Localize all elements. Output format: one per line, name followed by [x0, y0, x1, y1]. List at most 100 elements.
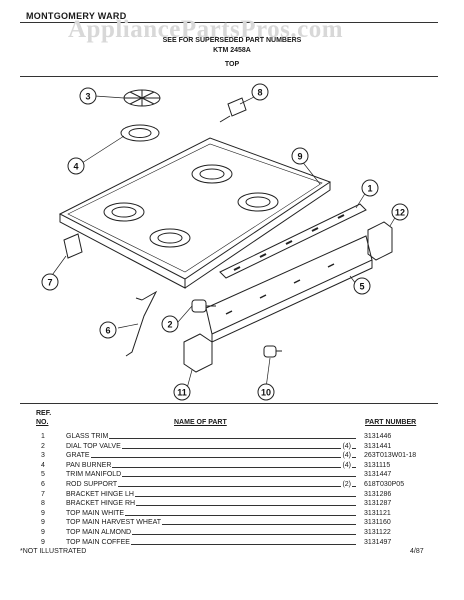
- quantity: (4): [341, 460, 352, 471]
- ref-number: 9: [41, 528, 45, 536]
- diagram-top-rule: [20, 76, 438, 77]
- brand-name: MONTGOMERY WARD: [26, 11, 127, 21]
- callout-group: 3 4 8 9 1 12 5 7 6 2 11 10: [41, 83, 409, 401]
- svg-text:2: 2: [167, 320, 172, 330]
- part-number: 3131287: [364, 500, 392, 508]
- leader-line: [66, 533, 356, 535]
- quantity: (4): [341, 451, 352, 461]
- parts-row: 5 TRIM MANIFOLD 3131447: [20, 470, 438, 480]
- part-name: TRIM MANIFOLD: [66, 470, 123, 480]
- exploded-parts-diagram: 3 4 8 9 1 12 5 7 6 2 11 10: [41, 83, 409, 401]
- leader-line: [66, 438, 356, 439]
- glass-trim-drawing: [219, 203, 367, 279]
- end-cap-right-drawing: [367, 221, 393, 261]
- part-name: BRACKET HINGE RH: [66, 499, 137, 509]
- parts-row: 2 DIAL TOP VALVE (4) 3131441: [20, 441, 438, 452]
- footnote-not-illustrated: *NOT ILLUSTRATED: [20, 548, 87, 555]
- part-name: PAN BURNER: [66, 460, 113, 471]
- part-number: 3131286: [364, 490, 392, 498]
- ref-number: 5: [41, 471, 45, 479]
- parts-row: 8 BRACKET HINGE RH 3131287: [20, 499, 438, 509]
- ref-number: 8: [41, 500, 45, 508]
- section-title: TOP: [224, 61, 240, 68]
- callout-9: 9: [291, 147, 309, 165]
- ref-number: 3: [41, 452, 45, 460]
- parts-list: 1 GLASS TRIM 3131446 2 DIAL TOP VALVE (4…: [20, 432, 438, 548]
- callout-10: 10: [257, 383, 275, 401]
- cooktop-surface: [58, 137, 332, 280]
- part-name: TOP MAIN ALMOND: [66, 527, 133, 538]
- ref-number: 4: [41, 461, 45, 469]
- leader-line: [66, 505, 356, 507]
- ref-number: 2: [41, 442, 45, 450]
- part-name: GLASS TRIM: [66, 432, 110, 442]
- part-name: TOP MAIN WHITE: [66, 508, 126, 519]
- part-number: 3131115: [364, 461, 391, 469]
- svg-text:5: 5: [359, 282, 364, 292]
- leader-line: [66, 543, 356, 545]
- ref-number: 9: [41, 538, 45, 546]
- leader-line: [66, 457, 356, 459]
- model-number: KTM 2458A: [213, 47, 251, 54]
- part-number: 3131121: [364, 509, 391, 517]
- parts-row: 6 ROD SUPPORT (2) 618T030P05: [20, 479, 438, 490]
- part-number: 618T030P05: [364, 480, 405, 488]
- parts-row: 9 TOP MAIN HARVEST WHEAT 3131160: [20, 518, 438, 528]
- svg-text:9: 9: [297, 152, 302, 162]
- quantity: (2): [341, 479, 352, 490]
- part-number: 3131160: [364, 519, 391, 527]
- valve-knob-drawing: [263, 345, 282, 358]
- part-number: 3131446: [364, 433, 392, 440]
- callout-7: 7: [41, 273, 59, 291]
- svg-text:7: 7: [47, 278, 52, 288]
- callout-6: 6: [99, 321, 117, 339]
- name-of-part-header: NAME OF PART: [174, 419, 227, 426]
- part-number: 3131447: [364, 471, 392, 479]
- end-cap-left-drawing: [183, 333, 213, 373]
- quantity: (4): [341, 441, 352, 452]
- leader-line: [66, 466, 356, 468]
- part-number: 3131497: [364, 538, 392, 546]
- part-number: 263T013W01-18: [364, 452, 417, 460]
- dial-top-valve-drawing: [191, 299, 216, 313]
- part-name: ROD SUPPORT: [66, 479, 119, 490]
- svg-text:3: 3: [85, 92, 90, 102]
- burner-openings: [103, 164, 279, 248]
- parts-row: 3 GRATE (4) 263T013W01-18: [20, 451, 438, 461]
- part-number: 3131441: [364, 442, 392, 450]
- leader-line: [66, 476, 356, 478]
- part-name: GRATE: [66, 451, 91, 461]
- parts-row: 7 BRACKET HINGE LH 3131286: [20, 489, 438, 500]
- svg-text:12: 12: [395, 208, 405, 218]
- ref-number: 7: [41, 490, 45, 498]
- callout-8: 8: [251, 83, 269, 101]
- callout-5: 5: [353, 277, 371, 295]
- leader-line: [66, 447, 356, 449]
- part-name: TOP MAIN COFFEE: [66, 537, 131, 548]
- svg-text:8: 8: [257, 88, 262, 98]
- parts-row: 9 TOP MAIN COFFEE 3131497: [20, 537, 438, 548]
- callout-3: 3: [79, 87, 97, 105]
- part-name: BRACKET HINGE LH: [66, 489, 135, 500]
- leader-line: [66, 514, 356, 516]
- svg-text:10: 10: [261, 388, 271, 398]
- bracket-hinge-lh-drawing: [63, 233, 83, 259]
- callout-12: 12: [391, 203, 409, 221]
- part-name: DIAL TOP VALVE: [66, 441, 122, 452]
- part-number-header: PART NUMBER: [365, 419, 417, 426]
- pan-burner-drawing: [120, 124, 160, 142]
- leader-line: [66, 485, 356, 487]
- grate-drawing: [123, 89, 161, 107]
- bracket-hinge-rh-drawing: [219, 97, 247, 123]
- callout-4: 4: [67, 157, 85, 175]
- no-header: NO.: [36, 419, 49, 426]
- parts-row: 4 PAN BURNER (4) 3131115: [20, 460, 438, 471]
- callout-2: 2: [161, 315, 179, 333]
- parts-row: 9 TOP MAIN WHITE 3131121: [20, 508, 438, 519]
- svg-text:4: 4: [73, 162, 78, 172]
- part-name: TOP MAIN HARVEST WHEAT: [66, 518, 163, 528]
- rod-support-drawing: [125, 290, 158, 357]
- callout-1: 1: [361, 179, 379, 197]
- svg-text:1: 1: [367, 184, 372, 194]
- ref-header: REF.: [36, 410, 52, 417]
